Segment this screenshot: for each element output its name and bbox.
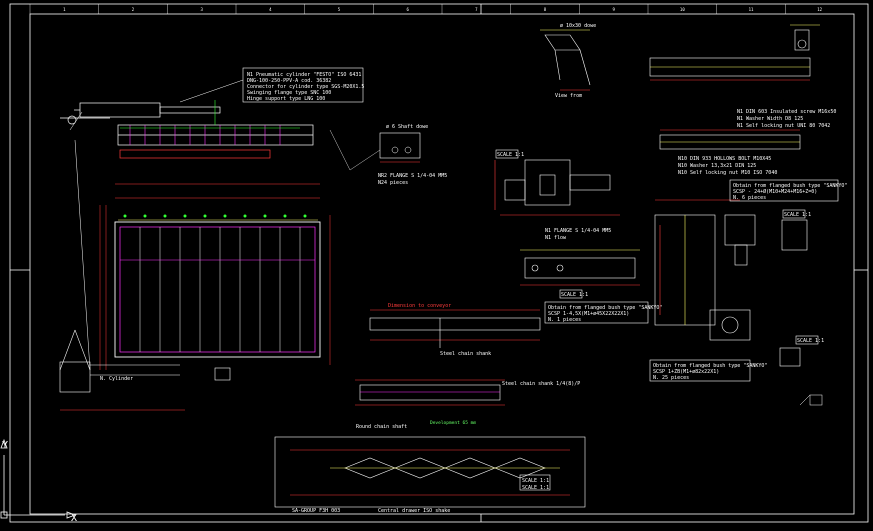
sa-group-label: SA-GROUP F3H 003 <box>292 508 340 514</box>
sheet-frame <box>9 3 869 523</box>
bush-note-2-line-2: SCSP 1-4,5X(M1+ø45X22X22X1) <box>548 311 629 317</box>
cylinder-note-1: N1 Pneumatic cylinder "FESTO" ISO 6431 <box>247 72 361 78</box>
n2-pieces-label: N24 pieces <box>378 180 408 186</box>
top-right-bar <box>649 24 820 81</box>
n1-flange-label: N1 FLANGE S 1/4-04 MM5 <box>545 228 611 234</box>
scale-bottom-label-2: SCALE 1:1 <box>522 485 549 491</box>
cylinder-note-3: Connector for cylinder type SGS-M20X1.5 <box>247 84 364 90</box>
cylinder-note-4: Swinging flange type SNC 100 <box>247 90 331 96</box>
mid-right-rail <box>520 249 640 299</box>
scale-label-b: SCALE 1:1 <box>561 292 588 298</box>
dimension-conveyor-label: Dimension to conveyor <box>388 303 451 309</box>
cylinder-note-2: DNG-100-250-PPV-A cod. 36382 <box>247 78 331 84</box>
shaft-detail-label: ø 6 Shaft dowe <box>386 124 428 130</box>
bottom-right-symbol <box>799 394 823 406</box>
cylinder-note-block: N1 Pneumatic cylinder "FESTO" ISO 6431 D… <box>179 67 364 103</box>
scale-label-c: SCALE 1:1 <box>784 212 811 218</box>
sensor-list-2: N1 Washer Width D8 125 <box>737 116 803 122</box>
washer-list-3: N10 Self locking nut M10 ISO 7040 <box>678 170 777 176</box>
sensor-list-3: N1 Self locking nut UNI 80 7042 <box>737 123 830 129</box>
ucs-y-label: Y <box>2 440 8 451</box>
washer-list-2: N10 Washer 13,3x21 DIN 125 <box>678 163 756 169</box>
frame-tick-label: 11 <box>749 7 754 12</box>
ucs-icon <box>0 438 77 519</box>
view-from-label: View from <box>555 93 582 99</box>
main-frame-plan: N. Cylinder <box>59 183 331 411</box>
shaft-detail-upper: ø 6 Shaft dowe <box>329 124 428 171</box>
frame-tick-label: 2 <box>132 7 135 12</box>
steel-chain-label-2: Steel chain shank 1/4(8)/P <box>502 381 580 387</box>
frame-tick-label: 10 <box>680 7 685 12</box>
bush-note-1-line-2: SCSP - 24+Ø(M10+M24+M16+Z=0) <box>733 188 817 195</box>
bush-note-1-line-3: N. 6 pieces <box>733 195 766 201</box>
bush-note-3-line-3: N. 25 pieces <box>653 375 689 381</box>
bush-note-2-line-1: Obtain from flanged bush type "SANKYO" <box>548 305 662 311</box>
frame-tick-label: 5 <box>338 7 341 12</box>
ucs-x-label: X <box>71 513 77 524</box>
scale-bottom-label: SCALE 1:1 <box>522 478 549 484</box>
frame-tick-label: 7 <box>475 7 478 12</box>
bush-note-3: Obtain from flanged bush type "SANKYO" S… <box>649 359 767 382</box>
bush-note-1-line-1: Obtain from flanged bush type "SANKYO" <box>733 183 847 189</box>
central-drawer-label: Central drawer ISO shake <box>378 508 450 514</box>
scale-label-d: SCALE 1:1 <box>797 338 824 344</box>
bush-note-1: Obtain from flanged bush type "SANKYO" S… <box>729 179 847 202</box>
right-bracket-assembly <box>654 199 819 367</box>
center-block-detail <box>494 149 620 216</box>
shaft-detail-label-2: ø 10x30 dowe <box>560 23 596 29</box>
n2-flange-label: NR2 FLANGE S 1/4-04 MM5 <box>378 173 447 179</box>
sensor-list: N1 DIN 603 Insulated screw M16x50 N1 Was… <box>737 109 836 129</box>
frame-tick-label: 8 <box>544 7 547 12</box>
top-center-detail: ø 10x30 dowe View from <box>540 23 596 99</box>
cylinder-small-label: N. Cylinder <box>100 376 133 382</box>
development-label: Development 65 mm <box>430 420 476 426</box>
frame-tick-label: 3 <box>200 7 203 12</box>
bush-note-3-line-2: SCSP 1+ZB(M1+ø82x22X1) <box>653 369 719 375</box>
washer-list-1: N10 DIN 933 HOLLOWS BOLT M10X45 <box>678 156 771 162</box>
scale-label-a: SCALE 1:1 <box>497 152 524 158</box>
cylinder-note-5: Hinge support type LNG 100 <box>247 96 325 102</box>
steel-chain-detail <box>355 379 505 406</box>
frame-tick-label: 4 <box>269 7 272 12</box>
cylinder-assembly <box>60 100 314 371</box>
bush-note-3-line-1: Obtain from flanged bush type "SANKYO" <box>653 363 767 369</box>
steel-chain-label: Steel chain shank <box>440 351 491 357</box>
bush-note-2: Obtain from flanged bush type "SANKYO" S… <box>544 301 662 324</box>
conveyor-detail <box>369 309 541 348</box>
right-mid-bar <box>659 129 801 150</box>
frame-tick-label: 1 <box>63 7 66 12</box>
bush-note-2-line-3: N. 1 pieces <box>548 317 581 323</box>
frame-tick-label: 12 <box>817 7 822 12</box>
frame-tick-label: 9 <box>612 7 615 12</box>
washer-list: N10 DIN 933 HOLLOWS BOLT M10X45 N10 Wash… <box>678 156 777 176</box>
sensor-list-1: N1 DIN 603 Insulated screw M16x50 <box>737 109 836 115</box>
frame-tick-label: 6 <box>406 7 409 12</box>
round-steel-label: Round chain shaft <box>356 424 407 430</box>
n1-pieces-label: N1 flow <box>545 235 567 241</box>
chain-development <box>274 436 586 508</box>
